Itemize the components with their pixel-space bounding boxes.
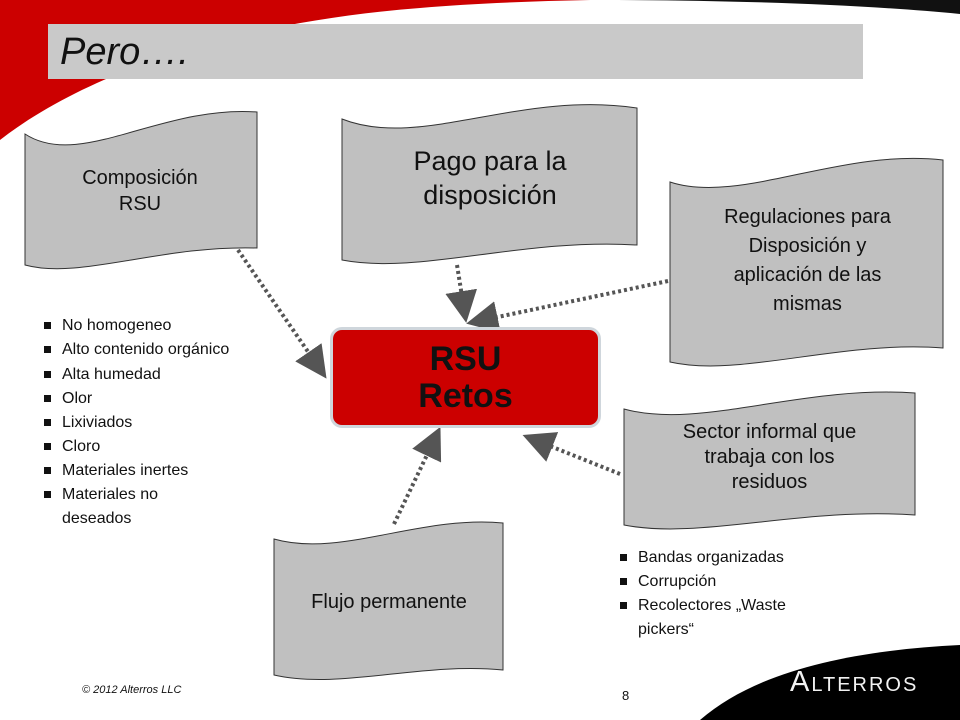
banner-text-line: mismas — [773, 293, 842, 315]
banner-sector-shape — [623, 391, 916, 530]
banner-composicion-label: Composición RSU — [45, 165, 235, 217]
title-bar — [48, 24, 863, 79]
list-item: Materiales no deseados — [44, 483, 212, 531]
banner-regulaciones-shape — [669, 157, 944, 367]
list-item: Cloro — [44, 435, 244, 459]
banner-text-line: RSU — [118, 193, 162, 215]
page-number: 8 — [622, 688, 630, 703]
footer-copyright: © 2012 Alterros LLC — [82, 684, 182, 696]
footer-band — [700, 645, 960, 720]
banner-text-line: disposición — [423, 179, 557, 210]
list-item: Olor — [44, 387, 244, 411]
list-item: Bandas organizadas — [620, 546, 840, 570]
banner-pago-shape — [341, 104, 638, 265]
center-line-2: Retos — [418, 376, 513, 415]
banner-text-line: Flujo permanente — [311, 591, 467, 613]
banner-regulaciones-label: Regulaciones para Disposición y aplicaci… — [680, 203, 935, 319]
list-item: Corrupción — [620, 570, 840, 594]
arrow-flujo — [392, 426, 442, 525]
banner-text-line: residuos — [731, 471, 808, 493]
banner-text-line: Regulaciones para — [724, 206, 891, 228]
banner-text-line: Sector informal que — [682, 421, 857, 443]
arrow-composicion — [236, 248, 327, 379]
banner-pago-label: Pago para la disposición — [355, 145, 625, 213]
black-swoosh — [600, 0, 960, 14]
banner-composicion-shape — [24, 110, 258, 270]
banner-flujo-shape — [273, 521, 504, 680]
list-item: No homogeneo — [44, 314, 244, 338]
list-item: Materiales inertes — [44, 459, 244, 483]
alterros-logo: Alterros — [790, 666, 919, 698]
list-item: Alto contenido orgánico — [44, 338, 244, 363]
composicion-bullet-list: No homogeneo Alto contenido orgánico Alt… — [44, 314, 244, 531]
list-item: Lixiviados — [44, 411, 244, 435]
arrow-regulaciones — [466, 279, 669, 333]
banner-sector-label: Sector informal que trabaja con los resi… — [632, 420, 907, 495]
sector-bullet-list: Bandas organizadas Corrupción Recolector… — [620, 546, 840, 642]
arrow-pago — [445, 264, 478, 323]
arrow-sector — [522, 432, 621, 476]
banner-text-line: Composición — [82, 167, 198, 189]
banner-flujo-label: Flujo permanente — [278, 589, 500, 615]
banner-text-line: Pago para la — [413, 146, 567, 176]
banner-text-line: aplicación de las — [733, 264, 882, 286]
slide-title: Pero…. — [60, 31, 189, 73]
list-item: Alta humedad — [44, 363, 244, 387]
list-item: Recolectores „Waste pickers“ — [620, 594, 840, 642]
center-node-rsu-retos: RSU Retos — [330, 327, 601, 428]
banner-text-line: Disposición y — [748, 235, 867, 257]
banner-text-line: trabaja con los — [704, 446, 835, 468]
center-line-1: RSU — [429, 339, 502, 378]
